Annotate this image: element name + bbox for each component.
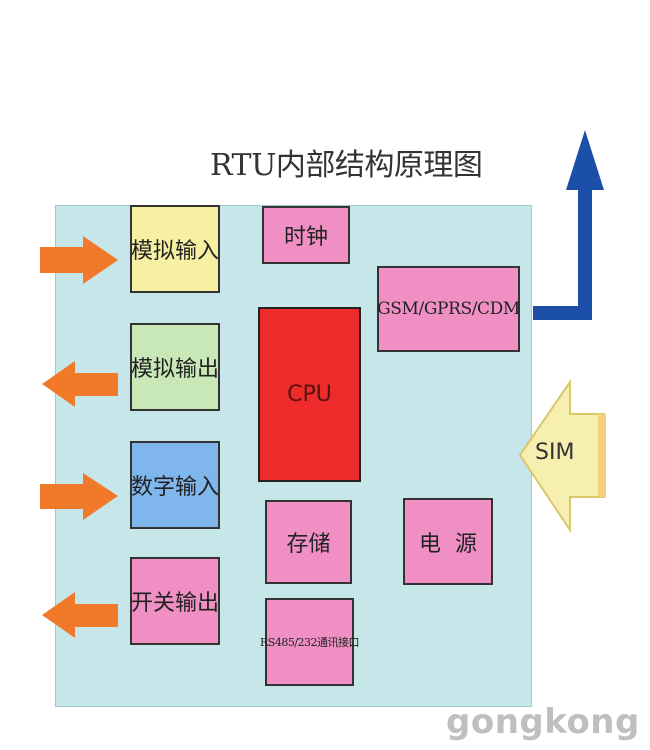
cpu-block: CPU [258,307,361,482]
comm-port-block: RS485/232通讯接口 [260,598,360,686]
analog-output-block: 模拟输出 [130,323,220,411]
sim-label: SIM [535,440,575,465]
gsm-module-block: GSM/GPRS/CDM [377,266,520,352]
switch-output-arrow [42,592,118,638]
digital-input-block: 数字输入 [130,441,220,529]
clock-block: 时钟 [262,206,350,264]
switch-output-block: 开关输出 [130,557,220,645]
digital-input-arrow [40,473,118,520]
power-block: 电源 [403,498,493,585]
analog-input-arrow [40,236,118,284]
analog-input-block: 模拟输入 [130,205,220,293]
watermark: gongkong [446,702,640,742]
storage-block: 存储 [265,500,352,584]
diagram-title: RTU内部结构原理图 [210,148,483,183]
sim-card-edge [598,414,606,497]
analog-output-arrow [42,361,118,407]
gsm-uplink-arrow [533,130,604,320]
